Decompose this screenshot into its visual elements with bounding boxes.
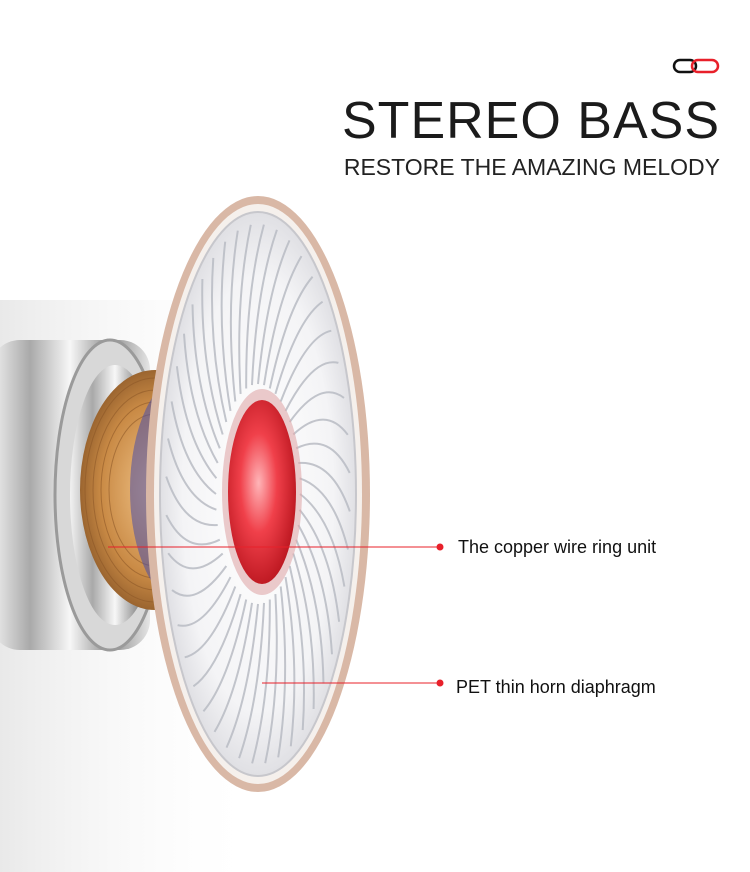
- diaphragm-rib: [284, 361, 339, 412]
- diaphragm-rib: [295, 539, 325, 684]
- diaphragm-rib: [210, 257, 228, 423]
- diaphragm-rib: [251, 599, 271, 764]
- diaphragm-rib: [220, 241, 232, 412]
- diaphragm-ribs: [165, 224, 351, 764]
- diaphragm-rib: [202, 599, 248, 712]
- diaphragm-rib: [295, 442, 351, 474]
- diaphragm-rib: [170, 401, 217, 495]
- diaphragm-rib: [284, 576, 296, 747]
- diaphragm-rib: [165, 514, 221, 546]
- diaphragm-rib: [213, 602, 253, 733]
- callout-copper-line: [108, 543, 444, 551]
- diaphragm-rib: [298, 509, 341, 622]
- diaphragm-rib: [274, 300, 324, 395]
- diaphragm-rib: [292, 553, 315, 710]
- callout-label-diaphragm: PET thin horn diaphragm: [456, 677, 656, 697]
- diaphragm-rib: [229, 230, 239, 402]
- diaphragm-rib: [268, 276, 314, 389]
- diaphragm-rib: [191, 304, 221, 449]
- diaphragm-rib: [251, 229, 278, 386]
- diaphragm-rib: [201, 278, 224, 435]
- diaphragm-rib: [167, 438, 217, 511]
- chain-link-logo-icon: [672, 58, 720, 74]
- diaphragm-rib: [167, 552, 224, 570]
- diaphragm-rib: [288, 391, 345, 423]
- diaphragm-rib: [277, 586, 287, 758]
- diaphragm-rib: [245, 224, 265, 389]
- diaphragm-rib: [299, 493, 346, 587]
- diaphragm-rib: [292, 418, 349, 436]
- diaphragm-rib: [264, 594, 278, 764]
- red-dome-center: [228, 400, 296, 584]
- diaphragm-rib: [297, 524, 333, 655]
- diaphragm-rib: [279, 329, 332, 402]
- diaphragm-rib: [288, 565, 306, 731]
- diaphragm-rib: [165, 476, 218, 527]
- diaphragm-rib: [184, 586, 237, 659]
- diaphragm-rib: [183, 333, 219, 464]
- diaphragm-rib: [192, 593, 242, 688]
- diaphragm-rib: [238, 602, 265, 759]
- diaphragm-rib: [299, 477, 349, 550]
- callout-diaphragm-line: [262, 679, 444, 687]
- diaphragm-rib: [263, 255, 303, 386]
- page-title: STEREO BASS: [342, 92, 720, 150]
- diaphragm-rib: [238, 224, 252, 394]
- diaphragm-rib: [298, 461, 351, 512]
- diaphragm-rib: [257, 239, 291, 385]
- callout-label-copper: The copper wire ring unit: [458, 537, 657, 557]
- diaphragm-rib: [175, 366, 218, 479]
- diaphragm-rib: [225, 603, 259, 749]
- page-subtitle: RESTORE THE AMAZING MELODY: [343, 154, 720, 180]
- diaphragm-rib: [177, 576, 232, 627]
- diaphragm-rib: [171, 565, 228, 597]
